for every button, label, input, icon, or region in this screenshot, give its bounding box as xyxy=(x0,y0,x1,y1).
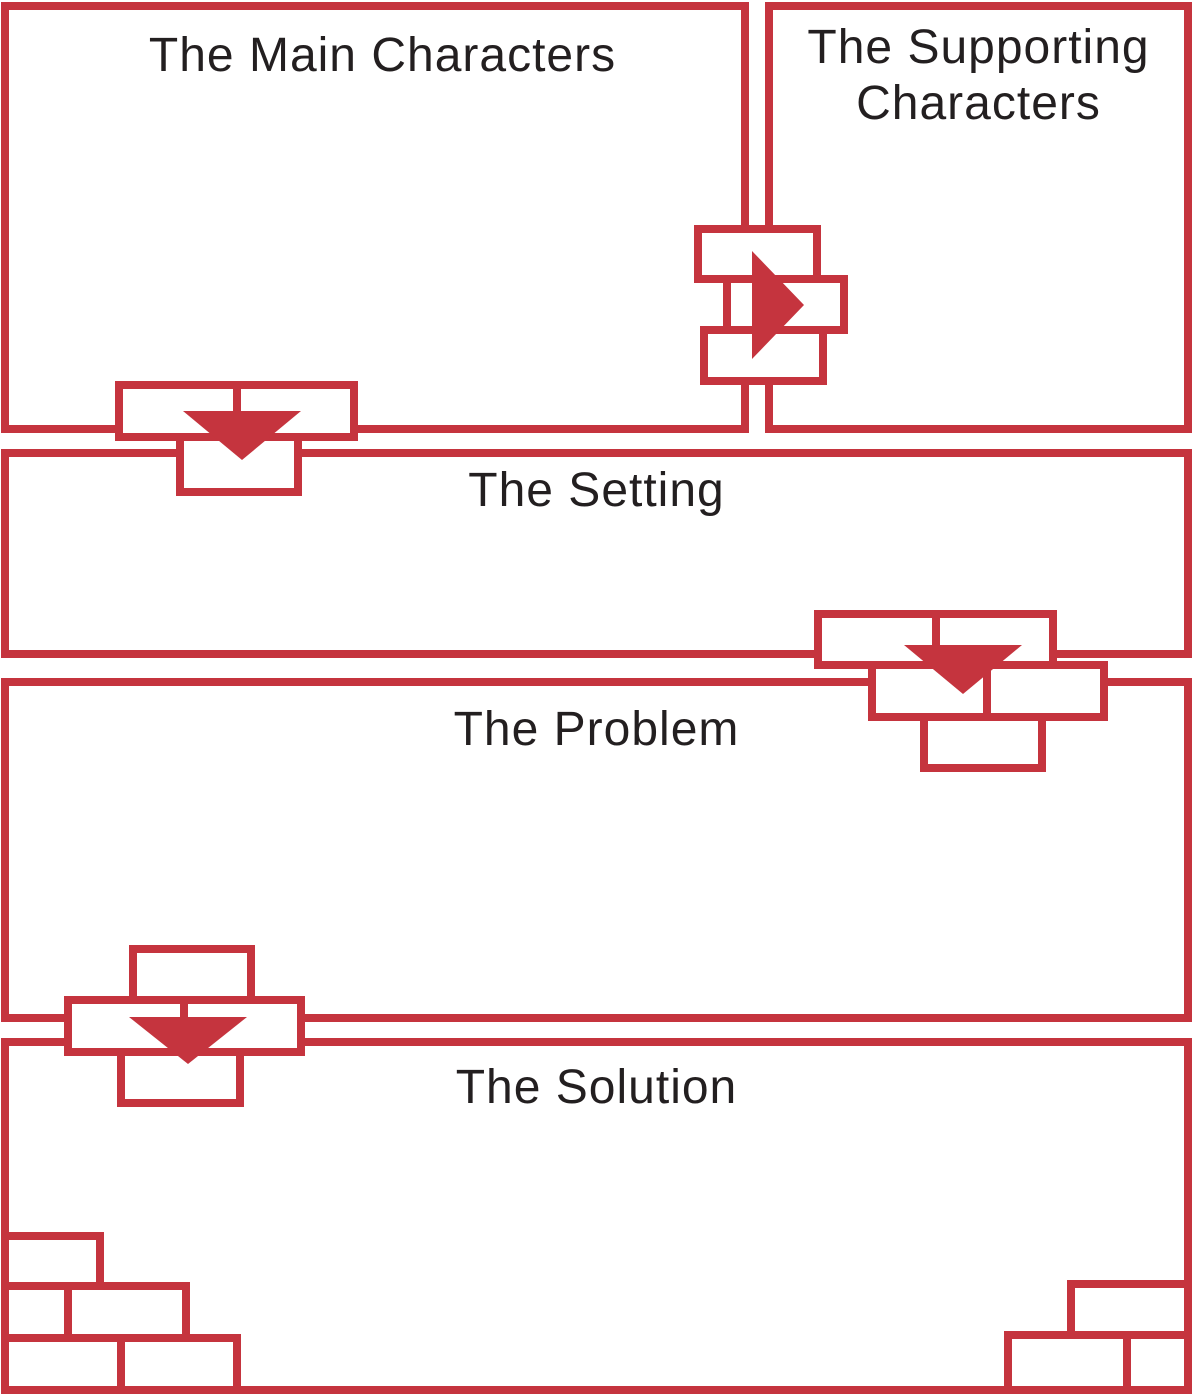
arrow-down-icon xyxy=(129,1017,247,1064)
connector-setting-to-problem xyxy=(814,610,1108,772)
setting-panel xyxy=(1,449,1192,658)
problem-panel xyxy=(1,678,1192,1022)
brick xyxy=(1,1334,125,1394)
supporting-characters-title-line2: Characters xyxy=(856,77,1101,130)
setting-title: The Setting xyxy=(468,464,725,517)
brick xyxy=(64,1282,190,1342)
arrow-right-icon xyxy=(752,251,804,359)
connector-problem-to-solution xyxy=(64,945,305,1107)
brick xyxy=(1,1232,104,1290)
decorative-bricks-right xyxy=(1004,1280,1192,1394)
supporting-characters-title-line1: The Supporting xyxy=(807,21,1150,74)
brick xyxy=(1123,1331,1192,1394)
arrow-down-icon xyxy=(904,645,1022,694)
brick xyxy=(920,713,1046,772)
brick xyxy=(117,1334,241,1394)
brick xyxy=(1067,1280,1192,1339)
brick xyxy=(1004,1331,1131,1394)
connector-main-to-supporting xyxy=(694,225,848,385)
connector-main-to-setting xyxy=(115,381,358,496)
solution-title: The Solution xyxy=(455,1061,738,1114)
problem-title: The Problem xyxy=(453,703,740,756)
brick xyxy=(814,610,940,669)
solution-panel xyxy=(1,1038,1192,1394)
main-characters-title: The Main Characters xyxy=(148,29,617,82)
decorative-bricks-left xyxy=(1,1232,241,1394)
brick xyxy=(129,945,255,1004)
brick xyxy=(1,1282,72,1342)
brick xyxy=(117,1048,244,1107)
supporting-characters-panel xyxy=(765,2,1192,433)
main-characters-panel xyxy=(1,2,749,433)
arrow-down-icon xyxy=(183,411,301,460)
